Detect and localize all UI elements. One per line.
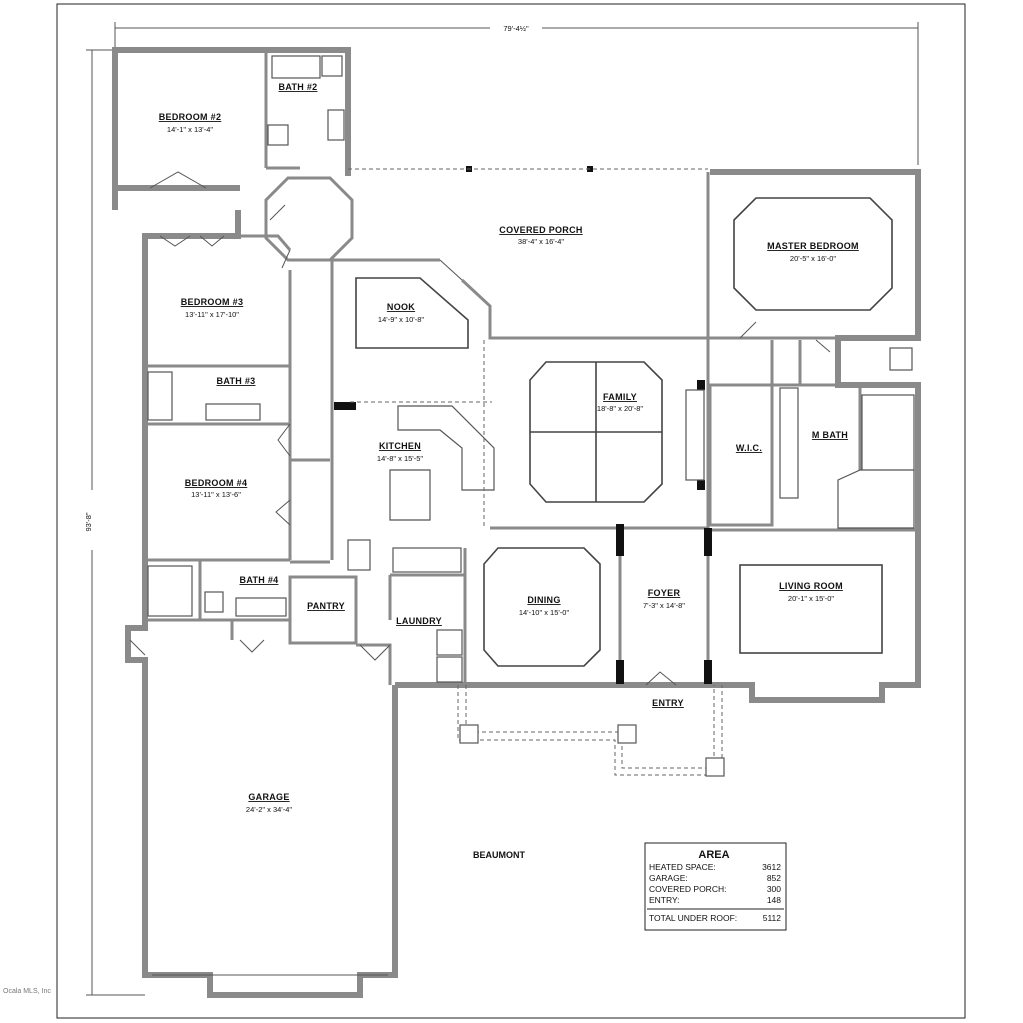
area-title: AREA: [698, 849, 729, 861]
bedroom2-name: BEDROOM #2: [159, 112, 222, 122]
nook-name: NOOK: [387, 302, 415, 312]
plan-name: BEAUMONT: [473, 850, 525, 860]
overall-width-label: 79'-4½": [503, 24, 529, 33]
mbath-name: M BATH: [812, 430, 848, 440]
bedroom3-size: 13'-11" x 17'-10": [185, 310, 239, 319]
page-border: [56, 3, 966, 1019]
garage-name: GARAGE: [248, 792, 289, 802]
area-table: AREA HEATED SPACE: 3612 GARAGE: 852 COVE…: [644, 842, 787, 931]
area-row-label: ENTRY:: [649, 895, 680, 905]
wic-name: W.I.C.: [736, 443, 762, 453]
area-row-value: 300: [767, 884, 781, 894]
area-row-value: 3612: [762, 862, 781, 872]
bath3-name: BATH #3: [217, 376, 256, 386]
kitchen-size: 14'-8" x 15'-5": [377, 454, 423, 463]
master-name: MASTER BEDROOM: [767, 241, 859, 251]
living-size: 20'-1" x 15'-0": [788, 594, 834, 603]
laundry-name: LAUNDRY: [396, 616, 442, 626]
bedroom2-size: 14'-1" x 13'-4": [167, 125, 213, 134]
porch-name: COVERED PORCH: [499, 225, 582, 235]
bedroom4-name: BEDROOM #4: [185, 478, 248, 488]
door-swings: [129, 171, 831, 686]
dining-size: 14'-10" x 15'-0": [519, 608, 570, 617]
fixtures: [147, 55, 915, 683]
overall-width-dimension: 79'-4½": [114, 20, 919, 165]
family-name: FAMILY: [603, 392, 637, 402]
bath2-name: BATH #2: [279, 82, 318, 92]
kitchen-island: [389, 469, 431, 521]
pantry-name: PANTRY: [307, 601, 345, 611]
overall-depth-dimension: 93'-8": [82, 49, 145, 996]
entry-porch: [457, 685, 725, 777]
foyer-name: FOYER: [648, 588, 681, 598]
area-row-value: 852: [767, 873, 781, 883]
area-total-label: TOTAL UNDER ROOF:: [649, 913, 737, 923]
bedroom3-name: BEDROOM #3: [181, 297, 244, 307]
room-labels: BEDROOM #2 14'-1" x 13'-4" BATH #2 COVER…: [159, 82, 859, 860]
overall-depth-label: 93'-8": [84, 512, 93, 531]
garage-size: 24'-2" x 34'-4": [246, 805, 292, 814]
foyer-size: 7'-3" x 14'-8": [643, 601, 685, 610]
entry-name: ENTRY: [652, 698, 684, 708]
ceiling-trays: [350, 197, 893, 667]
bath4-name: BATH #4: [240, 575, 279, 585]
area-row-label: COVERED PORCH:: [649, 884, 726, 894]
living-name: LIVING ROOM: [779, 581, 843, 591]
area-row-label: GARAGE:: [649, 873, 688, 883]
dining-name: DINING: [527, 595, 560, 605]
bedroom4-size: 13'-11" x 13'-6": [191, 490, 241, 499]
kitchen-counter: [397, 405, 495, 491]
watermark: Ocala MLS, Inc: [3, 988, 51, 995]
area-row-label: HEATED SPACE:: [649, 862, 716, 872]
area-total-value: 5112: [763, 913, 782, 923]
family-size: 18'-8" x 20'-8": [597, 404, 643, 413]
kitchen-name: KITCHEN: [379, 441, 421, 451]
master-size: 20'-5" x 16'-0": [790, 254, 836, 263]
porch-size: 38'-4" x 16'-4": [518, 237, 564, 246]
nook-size: 14'-9" x 10'-8": [378, 315, 424, 324]
area-row-value: 148: [767, 895, 781, 905]
